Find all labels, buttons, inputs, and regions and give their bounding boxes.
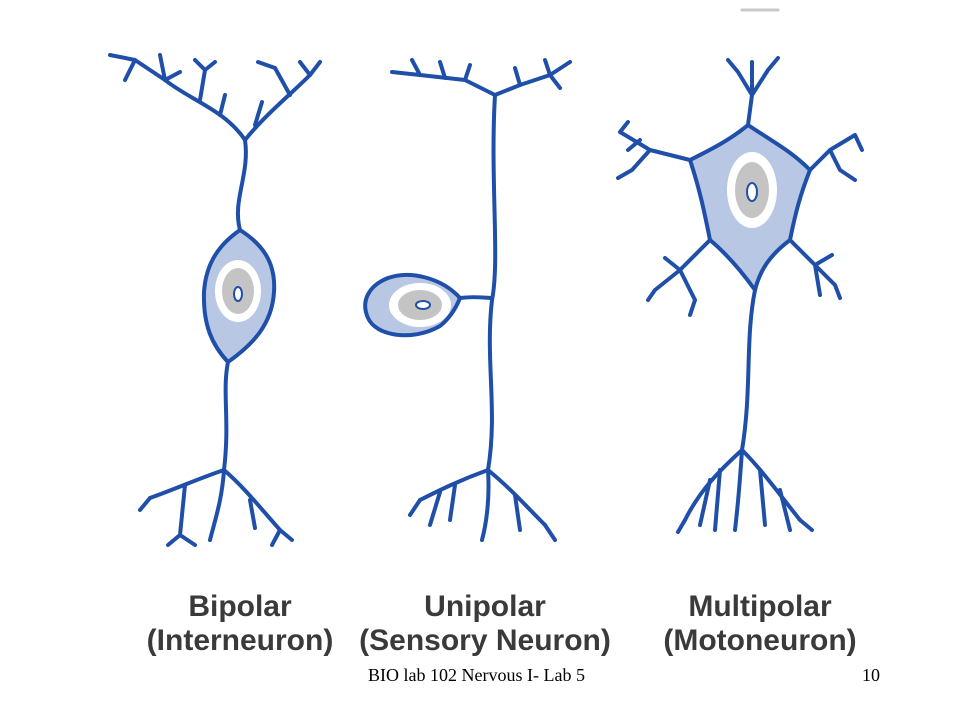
footer-page-number: 10 [862, 665, 880, 685]
multipolar-neuron [616, 56, 864, 534]
multipolar-nucleolus [746, 182, 758, 202]
footer-course: BIO lab 102 Nervous I- Lab 5 [368, 665, 585, 685]
unipolar-terminals [408, 468, 557, 542]
unipolar-label: Unipolar (Sensory Neuron) [320, 590, 650, 658]
bipolar-subtype: (Interneuron) [146, 624, 334, 657]
bipolar-axon [222, 360, 230, 472]
bipolar-neuron [108, 53, 322, 547]
multipolar-axon [740, 288, 757, 452]
unipolar-dendrites [390, 58, 572, 97]
multipolar-label: Multipolar (Motoneuron) [640, 590, 880, 658]
multipolar-subtype: (Motoneuron) [663, 624, 857, 657]
unipolar-type: Unipolar [424, 590, 546, 623]
bipolar-type: Bipolar [188, 590, 292, 623]
bipolar-nucleolus [233, 286, 243, 302]
unipolar-subtype: (Sensory Neuron) [359, 624, 611, 657]
unipolar-process [486, 93, 498, 472]
bipolar-dendrites [108, 53, 322, 232]
bipolar-terminals [138, 468, 294, 547]
multipolar-type: Multipolar [688, 590, 832, 623]
bipolar-label: Bipolar (Interneuron) [110, 590, 370, 658]
multipolar-terminals [676, 448, 814, 534]
unipolar-neuron [363, 58, 572, 542]
unipolar-stem [458, 295, 494, 300]
unipolar-nucleolus [415, 300, 431, 310]
